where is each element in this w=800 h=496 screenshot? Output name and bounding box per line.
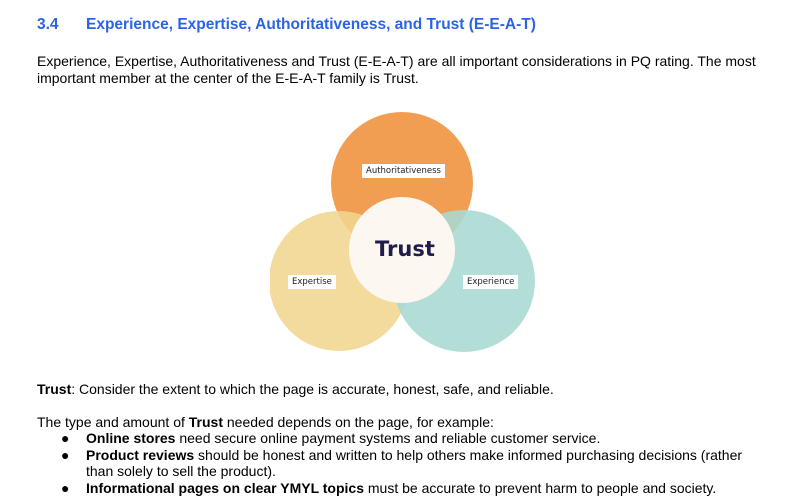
example-text: must be accurate to prevent harm to peop… [364, 480, 716, 496]
type-amount-before: The type and amount of [37, 414, 189, 430]
venn-circles [270, 112, 535, 357]
list-item: ● Product reviews should be honest and w… [37, 447, 767, 480]
bullet-icon: ● [61, 480, 69, 496]
examples-list: ● Online stores need secure online payme… [37, 430, 767, 496]
trust-definition-text: : Consider the extent to which the page … [71, 381, 554, 397]
type-amount-paragraph: The type and amount of Trust needed depe… [37, 414, 767, 431]
bullet-icon: ● [61, 430, 69, 447]
label-expertise: Expertise [288, 275, 336, 289]
example-text: need secure online payment systems and r… [175, 430, 600, 446]
example-term: Product reviews [86, 447, 194, 463]
bullet-icon: ● [61, 447, 69, 464]
intro-paragraph: Experience, Expertise, Authoritativeness… [37, 53, 767, 86]
list-item: ● Online stores need secure online payme… [37, 430, 767, 447]
label-experience: Experience [463, 275, 518, 289]
section-title: Experience, Expertise, Authoritativeness… [86, 16, 536, 33]
label-authoritativeness: Authoritativeness [362, 164, 445, 178]
section-number: 3.4 [37, 16, 86, 34]
label-trust: Trust [375, 237, 435, 261]
example-term: Informational pages on clear YMYL topics [86, 480, 364, 496]
example-term: Online stores [86, 430, 175, 446]
trust-term: Trust [37, 381, 71, 397]
eeat-venn-diagram: Authoritativeness Expertise Experience T… [270, 112, 535, 357]
type-amount-term: Trust [189, 414, 223, 430]
trust-definition: Trust: Consider the extent to which the … [37, 381, 767, 398]
list-item: ● Informational pages on clear YMYL topi… [37, 480, 767, 496]
type-amount-after: needed depends on the page, for example: [223, 414, 494, 430]
